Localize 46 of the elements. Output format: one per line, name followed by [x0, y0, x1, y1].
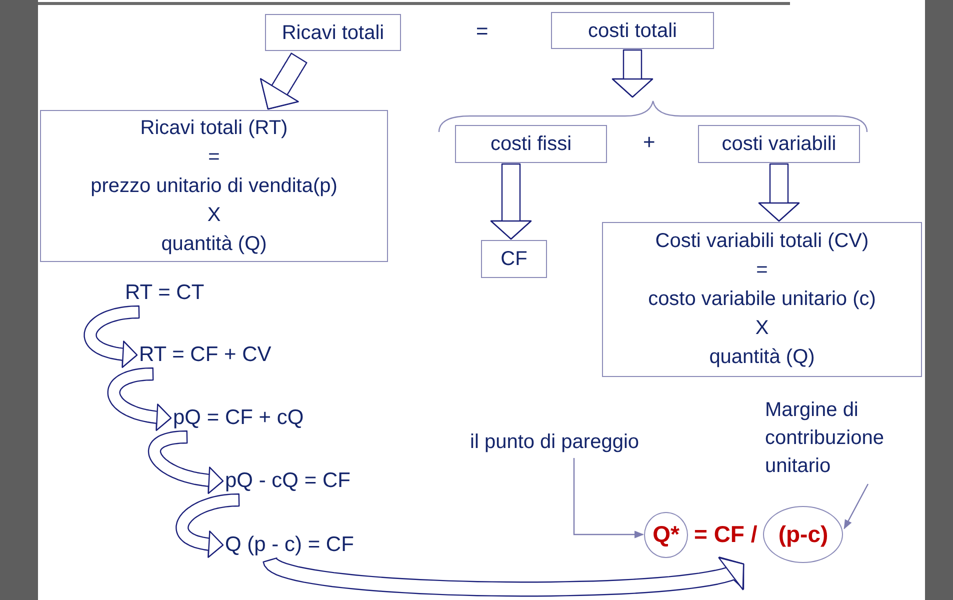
equation-text: pQ - cQ = CF — [225, 468, 350, 494]
box-text: costi fissi — [490, 132, 572, 156]
box-text: Ricavi totali — [282, 20, 384, 44]
formula-text: = CF / — [694, 521, 758, 548]
text-box — [40, 110, 388, 262]
curly-brace — [438, 100, 868, 132]
block-arrow — [612, 49, 654, 98]
operator-symbol: = — [756, 258, 768, 283]
annotation-text: il punto di pareggio — [470, 428, 640, 456]
curved-arrow — [107, 367, 172, 431]
circled-symbol: Q* — [644, 512, 688, 558]
operator-symbol: = — [476, 20, 488, 44]
operator-symbol: X — [755, 316, 769, 341]
equation-text: RT = CF + CV — [139, 342, 272, 368]
equation-text: RT = CT — [125, 280, 204, 306]
operator-symbol: X — [207, 202, 221, 228]
text-box — [481, 240, 547, 278]
box-text: quantità (Q) — [709, 345, 815, 370]
block-arrow — [758, 163, 800, 222]
equation-text: pQ = CF + cQ — [173, 405, 304, 431]
block-arrow — [490, 163, 532, 240]
box-text: quantità (Q) — [161, 232, 267, 256]
box-text: costo variabile unitario (c) — [648, 287, 876, 312]
box-text: Costi variabili totali (CV) — [655, 229, 869, 254]
annotation-text: Margine di contribuzione unitario — [765, 396, 915, 480]
box-text: costi totali — [588, 18, 677, 42]
block-arrow — [260, 52, 308, 110]
leader-line — [573, 458, 644, 538]
box-text: costi variabili — [722, 132, 836, 156]
operator-symbol: + — [643, 131, 656, 155]
box-text: prezzo unitario di vendita(p) — [90, 174, 338, 198]
text-box — [265, 14, 401, 51]
curved-arrow — [84, 305, 140, 368]
curved-arrow — [176, 493, 240, 558]
text-box — [551, 12, 714, 49]
leader-line — [844, 484, 869, 530]
curved-arrow — [262, 556, 744, 597]
text-box — [698, 125, 860, 163]
operator-symbol: CF — [500, 247, 528, 271]
operator-symbol: = — [208, 144, 220, 170]
box-text: Ricavi totali (RT) — [140, 116, 288, 140]
curved-arrow — [148, 430, 224, 494]
text-box — [455, 125, 607, 163]
equation-text: Q (p - c) = CF — [225, 532, 354, 558]
text-box — [602, 222, 922, 377]
circled-term: (p-c) — [763, 506, 844, 563]
